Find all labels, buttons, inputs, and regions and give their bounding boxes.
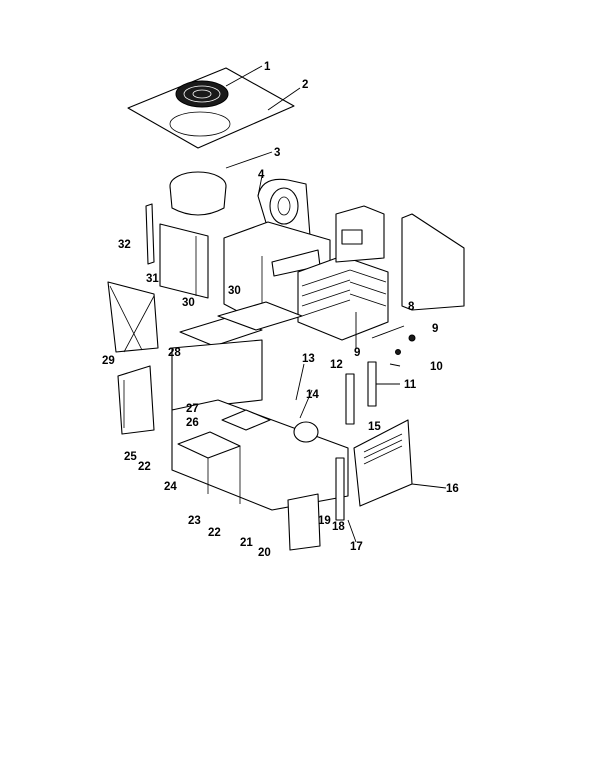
callout-32: 32 — [118, 239, 131, 251]
side-rails — [145, 203, 209, 299]
callout-2: 2 — [302, 79, 308, 91]
callout-22a: 22 — [138, 461, 151, 473]
callout-9b: 9 — [354, 347, 360, 359]
callout-29: 29 — [102, 355, 115, 367]
hardware-pieces — [371, 325, 416, 355]
callout-1: 1 — [264, 61, 271, 73]
callout-22b: 22 — [208, 527, 221, 539]
leader-lines — [225, 65, 447, 543]
callout-30a: 30 — [182, 297, 195, 309]
top-panel — [127, 67, 295, 149]
callout-9a: 9 — [432, 323, 438, 335]
callout-3: 3 — [274, 147, 280, 159]
callout-14: 14 — [306, 389, 319, 401]
callout-16: 16 — [446, 483, 459, 495]
orifice-ring — [169, 171, 227, 216]
heat-exchanger-coil — [297, 255, 389, 341]
callout-19: 19 — [318, 515, 331, 527]
callout-24: 24 — [164, 481, 177, 493]
callout-13: 13 — [302, 353, 315, 365]
callout-11: 11 — [404, 379, 417, 391]
callout-27: 27 — [186, 403, 199, 415]
callout-21: 21 — [240, 537, 253, 549]
callout-23: 23 — [188, 515, 201, 527]
blower-housing — [257, 178, 311, 237]
callout-10: 10 — [430, 361, 443, 373]
callout-30b: 30 — [228, 285, 241, 297]
left-door — [117, 365, 155, 435]
callout-25: 25 — [124, 451, 137, 463]
callout-18: 18 — [332, 521, 345, 533]
callout-17: 17 — [350, 541, 363, 553]
control-box — [335, 205, 385, 263]
base-plates — [179, 301, 303, 347]
callout-15: 15 — [368, 421, 381, 433]
callout-12: 12 — [330, 359, 343, 371]
right-side-panel — [401, 213, 465, 311]
front-grille-panel — [353, 419, 413, 507]
callout-28: 28 — [168, 347, 181, 359]
left-triangle-panel — [107, 281, 159, 353]
callout-31: 31 — [146, 273, 159, 285]
fan-guard — [175, 80, 229, 108]
lower-cabinet — [171, 339, 349, 511]
callout-labels: 1 2 3 4 32 31 30 30 29 28 27 26 25 22 24… — [102, 61, 459, 559]
motor — [293, 421, 319, 443]
front-panel — [287, 493, 321, 551]
callout-4: 4 — [258, 169, 265, 181]
callout-26: 26 — [186, 417, 199, 429]
callout-8: 8 — [408, 301, 415, 313]
callout-20: 20 — [258, 547, 271, 559]
